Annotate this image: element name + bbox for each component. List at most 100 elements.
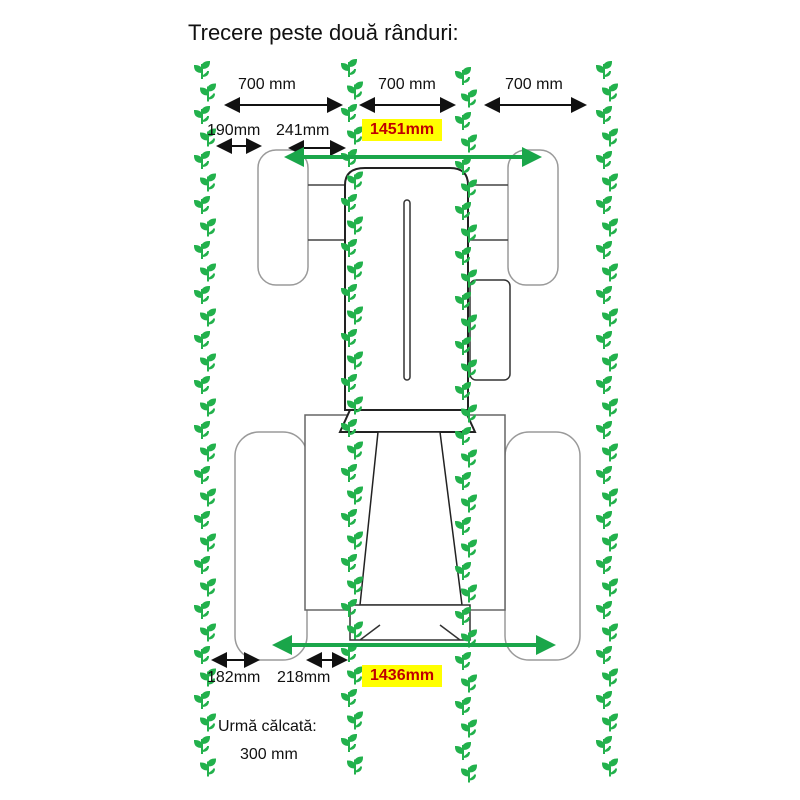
plant-icon	[601, 623, 619, 642]
plant-icon	[595, 105, 613, 124]
plant-icon	[199, 218, 217, 237]
plant-icon	[595, 510, 613, 529]
plant-icon	[595, 690, 613, 709]
plant-icon	[595, 60, 613, 79]
plant-icon	[340, 598, 358, 617]
plant-icon	[460, 764, 478, 783]
dimension-arrows	[211, 97, 587, 668]
plant-icon	[601, 488, 619, 507]
plant-icon	[601, 398, 619, 417]
cab-base	[338, 409, 477, 433]
plant-icon	[199, 398, 217, 417]
plant-icon	[346, 756, 364, 775]
plant-icon	[595, 555, 613, 574]
plant-icon	[454, 696, 472, 715]
footprint-label: Urmă călcată:	[218, 718, 317, 735]
plant-icon	[340, 103, 358, 122]
plant-icon	[199, 713, 217, 732]
plant-icon	[454, 111, 472, 130]
plant-icon	[595, 645, 613, 664]
plant-icon	[346, 396, 364, 415]
plant-icon	[454, 651, 472, 670]
plant-icon	[595, 150, 613, 169]
row-spacing-label-3: 700 mm	[505, 76, 563, 93]
rear-left-wheel	[234, 431, 308, 661]
plant-icon	[340, 553, 358, 572]
rear-track-width-label: 1436mm	[362, 665, 443, 687]
plant-icon	[346, 351, 364, 370]
plant-icon	[595, 420, 613, 439]
plant-icon	[346, 711, 364, 730]
plant-icon	[199, 533, 217, 552]
plant-icon	[193, 285, 211, 304]
hitch	[349, 604, 471, 641]
plant-icon	[340, 688, 358, 707]
plant-icon	[199, 668, 217, 687]
plant-icon	[199, 263, 217, 282]
plant-icon	[199, 308, 217, 327]
plant-icon	[346, 666, 364, 685]
plant-icon	[460, 674, 478, 693]
plant-icon	[454, 426, 472, 445]
plant-icon	[601, 533, 619, 552]
plant-icon	[193, 375, 211, 394]
plant-icon	[460, 494, 478, 513]
plant-icon	[346, 171, 364, 190]
diagram-title: Trecere peste două rânduri:	[188, 20, 459, 45]
plant-icon	[595, 195, 613, 214]
plant-rows	[193, 58, 619, 783]
plant-icon	[454, 606, 472, 625]
plant-icon	[454, 336, 472, 355]
row-spacing-label-2: 700 mm	[378, 76, 436, 93]
plant-icon	[193, 645, 211, 664]
plant-icon	[595, 600, 613, 619]
front-inner-gap-label: 241mm	[276, 122, 330, 139]
plant-icon	[595, 285, 613, 304]
plant-icon	[193, 195, 211, 214]
plant-icon	[193, 105, 211, 124]
plant-icon	[601, 128, 619, 147]
plant-icon	[460, 539, 478, 558]
plant-icon	[340, 193, 358, 212]
plant-icon	[199, 488, 217, 507]
plant-icon	[460, 269, 478, 288]
hood-slot	[403, 199, 411, 381]
front-track-width-label: 1451mm	[362, 119, 443, 141]
plant-icon	[346, 261, 364, 280]
plant-icon	[595, 240, 613, 259]
plant-icon	[346, 306, 364, 325]
plant-icon	[454, 66, 472, 85]
plant-icon	[199, 623, 217, 642]
plant-icon	[454, 471, 472, 490]
plant-icon	[199, 353, 217, 372]
plant-icon	[193, 735, 211, 754]
footprint-value: 300 mm	[240, 746, 298, 763]
plant-icon	[340, 283, 358, 302]
plant-icon	[595, 375, 613, 394]
tractor-outline	[234, 149, 581, 661]
plant-icon	[193, 600, 211, 619]
plant-icon	[199, 173, 217, 192]
plant-icon	[601, 443, 619, 462]
plant-icon	[340, 733, 358, 752]
rear-right-wheel	[504, 431, 581, 661]
plant-icon	[340, 508, 358, 527]
plant-icon	[193, 690, 211, 709]
plant-icon	[595, 735, 613, 754]
plant-icon	[340, 463, 358, 482]
front-right-wheel	[507, 149, 559, 286]
plant-icon	[346, 126, 364, 145]
plant-icon	[601, 308, 619, 327]
plant-icon	[346, 216, 364, 235]
plant-icon	[199, 128, 217, 147]
plant-icon	[460, 404, 478, 423]
plant-icon	[193, 240, 211, 259]
plant-icon	[193, 60, 211, 79]
plant-icon	[193, 330, 211, 349]
plant-icon	[460, 359, 478, 378]
front-left-margin-label: 190mm	[207, 122, 261, 139]
plant-icon	[199, 758, 217, 777]
plant-icon	[340, 238, 358, 257]
plant-icon	[193, 420, 211, 439]
